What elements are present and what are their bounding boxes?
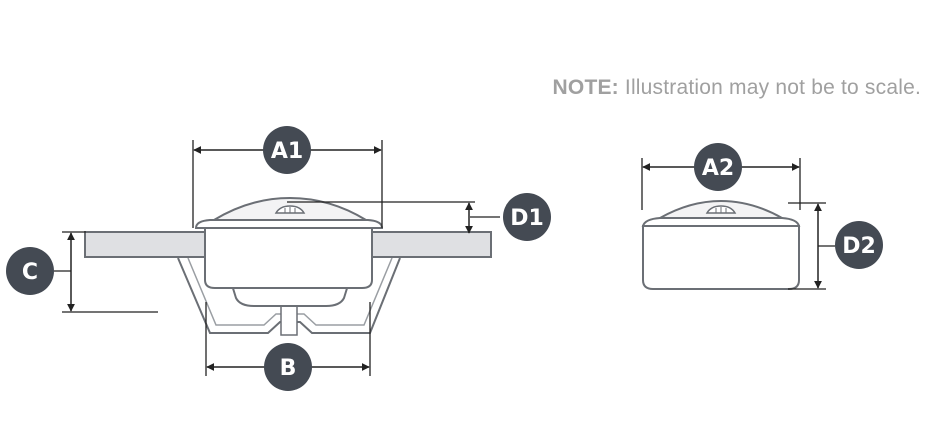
- badge-a2: [694, 143, 742, 191]
- badge-d2: [835, 221, 883, 269]
- note-caption: NOTE: Illustration may not be to scale.: [0, 76, 921, 100]
- dimension-d2: D2: [788, 202, 883, 290]
- surface-body: [642, 225, 800, 290]
- badge-d1: [503, 193, 551, 241]
- bottom-stem: [280, 304, 298, 336]
- flush-mount-unit: [84, 196, 492, 336]
- label-b: B: [280, 356, 297, 381]
- badge-b: [264, 343, 312, 391]
- badge-a1: [263, 126, 311, 174]
- badge-c: [6, 247, 54, 295]
- lower-housing: [230, 284, 350, 307]
- label-d2: D2: [842, 234, 876, 259]
- dimension-d1: D1: [287, 193, 551, 241]
- note-text: Illustration may not be to scale.: [618, 76, 921, 99]
- surface-mount-unit: [641, 199, 801, 290]
- surface-cap-rim: [641, 217, 801, 227]
- label-a1: A1: [271, 139, 303, 164]
- dimension-c: C: [6, 231, 158, 313]
- top-flange: [194, 219, 384, 229]
- label-c: C: [22, 260, 38, 285]
- dimension-a1: A1: [192, 126, 383, 228]
- note-label: NOTE:: [552, 76, 619, 99]
- label-a2: A2: [702, 156, 734, 181]
- dimension-b: B: [205, 302, 371, 391]
- label-d1: D1: [510, 206, 544, 231]
- main-body: [204, 227, 373, 289]
- dimension-a2: A2: [641, 143, 801, 210]
